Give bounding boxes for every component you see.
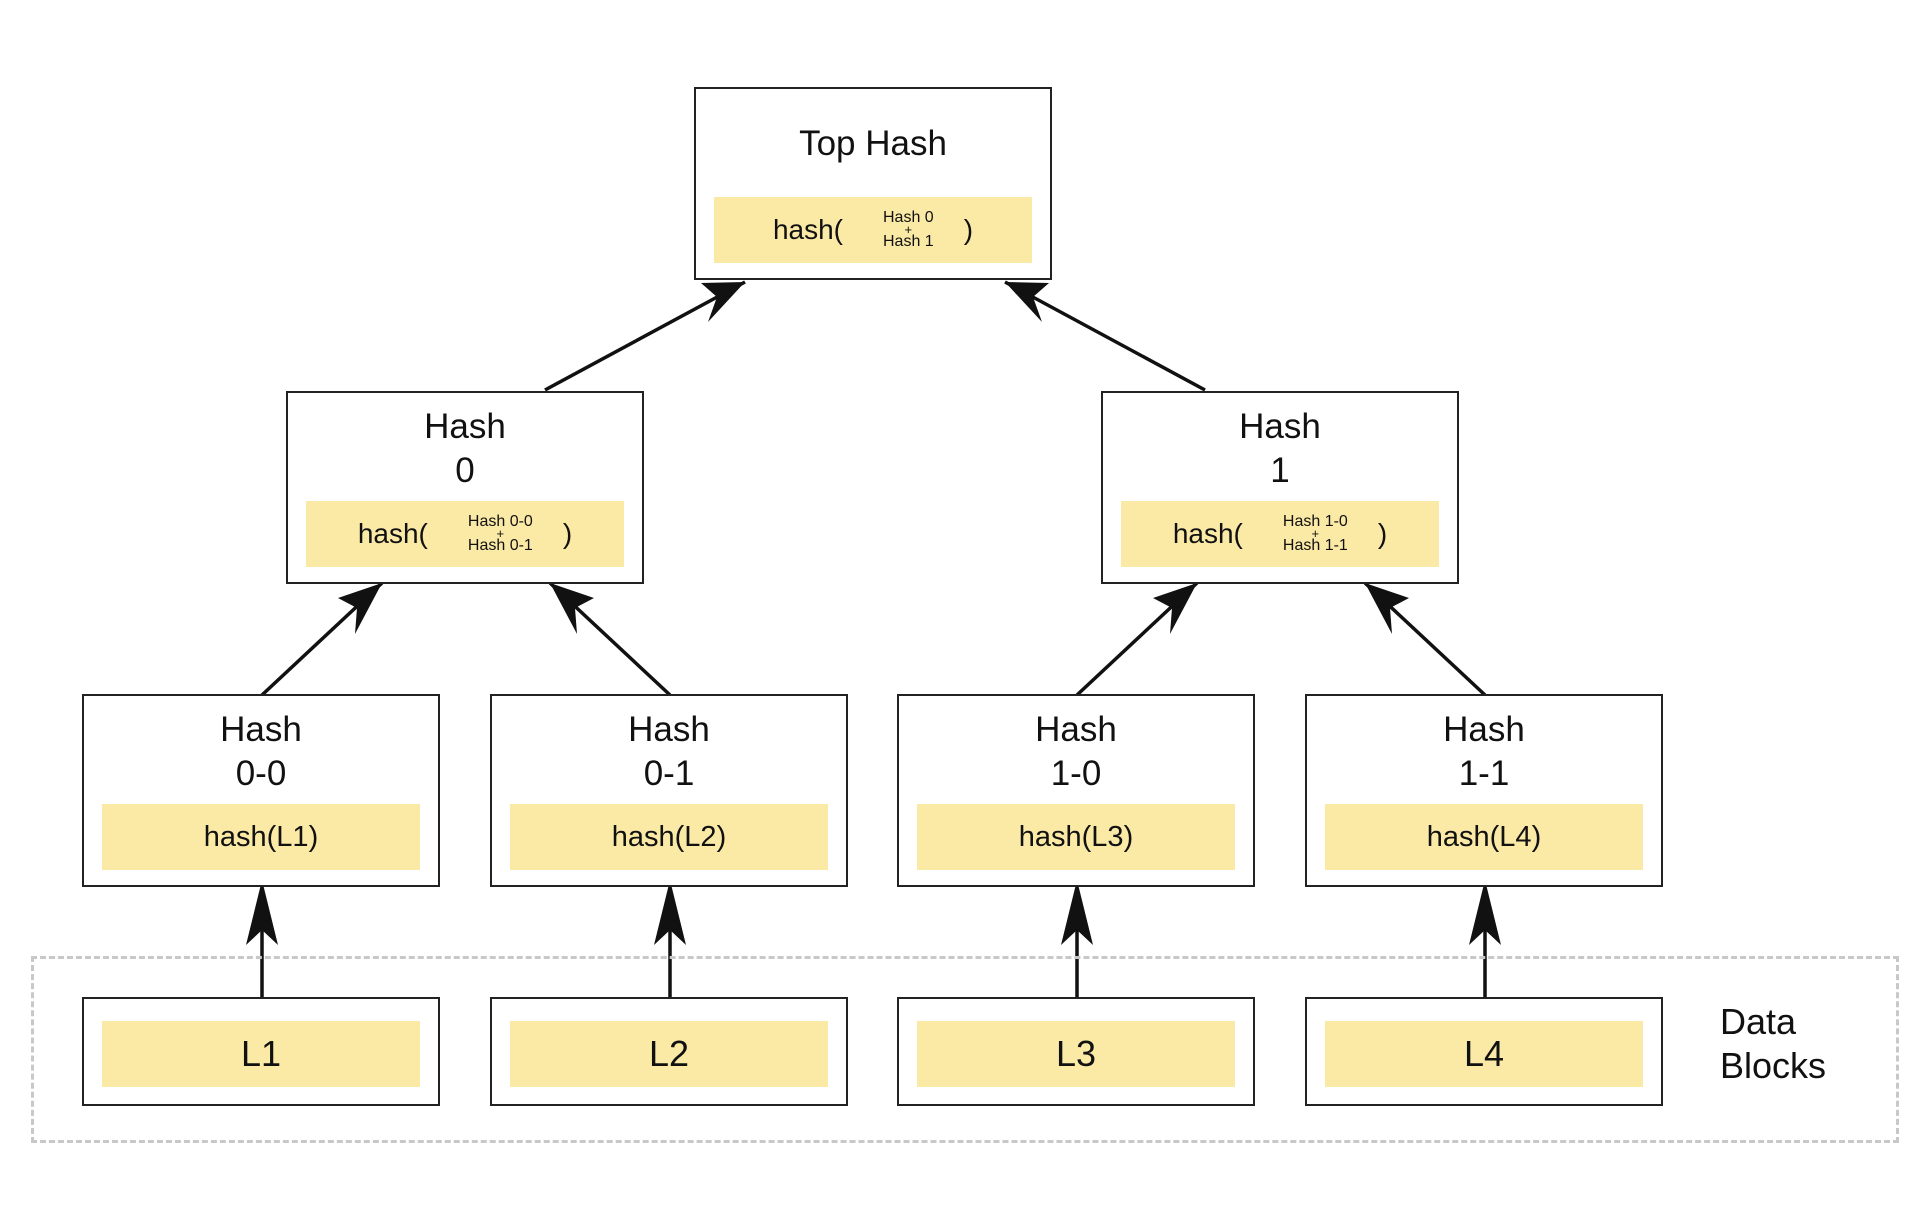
hash-value: hash(L1)	[203, 820, 319, 853]
hash-formula: hash(L4)	[1325, 804, 1643, 870]
hash-formula: hash( Hash 0-0 + Hash 0-1 )	[306, 501, 624, 567]
node-id: 1-1	[1458, 754, 1510, 793]
plus-sign: +	[496, 526, 505, 541]
hash-0-node: Hash 0 hash( Hash 0-0 + Hash 0-1 )	[286, 391, 644, 584]
data-blocks-label: Data Blocks	[1720, 1000, 1870, 1088]
hash-formula: hash( Hash 1-0 + Hash 1-1 )	[1121, 501, 1439, 567]
node-title: Hash	[1035, 710, 1117, 749]
hash-function-label: hash(	[772, 214, 843, 245]
arrowhead-hash1-left	[1153, 583, 1197, 634]
arrowhead-hash0-right	[550, 583, 594, 634]
data-blocks-region	[31, 956, 1899, 1143]
hash-input-b: Hash 1-1	[1282, 537, 1348, 554]
node-id: 0-1	[643, 754, 695, 793]
node-title: Hash	[424, 407, 506, 446]
node-title: Hash	[628, 710, 710, 749]
data-block-value: L1	[102, 1021, 420, 1087]
data-block-label: L1	[240, 1033, 282, 1074]
data-block-value: L4	[1325, 1021, 1643, 1087]
hash-value: hash(L3)	[1018, 820, 1134, 853]
hash-formula: hash(L2)	[510, 804, 828, 870]
top-hash-node: Top Hash hash( Hash 0 + Hash 1 )	[694, 87, 1052, 280]
data-block-value: L2	[510, 1021, 828, 1087]
data-block-label: L4	[1463, 1033, 1505, 1074]
data-blocks-label-line1: Data	[1720, 1001, 1797, 1042]
data-block-label: L3	[1055, 1033, 1097, 1074]
close-paren: )	[963, 214, 974, 245]
node-id: 0	[455, 451, 475, 490]
close-paren: )	[1377, 518, 1388, 549]
data-block-l4: L4	[1305, 997, 1663, 1106]
hash-input-a: Hash 1-0	[1282, 513, 1348, 530]
hash-input-a: Hash 0	[883, 209, 934, 226]
data-block-label: L2	[648, 1033, 690, 1074]
node-title: Hash	[220, 710, 302, 749]
plus-sign: +	[904, 222, 913, 237]
node-id: 0-0	[235, 754, 287, 793]
data-block-l2: L2	[490, 997, 848, 1106]
arrowhead-hash1-right	[1365, 583, 1409, 634]
arrowhead-hash00	[246, 880, 278, 945]
hash-formula: hash( Hash 0 + Hash 1 )	[714, 197, 1032, 263]
node-title: Top Hash	[799, 124, 947, 163]
data-block-l1: L1	[82, 997, 440, 1106]
hash-1-0-node: Hash 1-0 hash(L3)	[897, 694, 1255, 887]
hash-input-b: Hash 1	[883, 233, 934, 250]
hash-1-node: Hash 1 hash( Hash 1-0 + Hash 1-1 )	[1101, 391, 1459, 584]
node-id: 1-0	[1050, 754, 1102, 793]
data-blocks-label-line2: Blocks	[1720, 1045, 1827, 1086]
hash-0-1-node: Hash 0-1 hash(L2)	[490, 694, 848, 887]
hash-value: hash(L4)	[1426, 820, 1542, 853]
hash-value: hash(L2)	[611, 820, 727, 853]
arrowhead-top-left	[701, 282, 745, 322]
hash-function-label: hash(	[357, 518, 428, 549]
node-title: Hash	[1443, 710, 1525, 749]
hash-function-label: hash(	[1172, 518, 1243, 549]
hash-formula: hash(L1)	[102, 804, 420, 870]
plus-sign: +	[1311, 526, 1320, 541]
close-paren: )	[562, 518, 573, 549]
hash-1-1-node: Hash 1-1 hash(L4)	[1305, 694, 1663, 887]
hash-inputs: Hash 0-0 + Hash 0-1	[467, 513, 533, 554]
hash-inputs: Hash 1-0 + Hash 1-1	[1282, 513, 1348, 554]
arrowhead-hash10	[1061, 880, 1093, 945]
arrowhead-top-right	[1005, 282, 1049, 322]
node-id: 1	[1270, 451, 1290, 490]
arrowhead-hash0-left	[338, 583, 382, 634]
arrowhead-hash01	[654, 880, 686, 945]
hash-input-b: Hash 0-1	[467, 537, 533, 554]
data-block-value: L3	[917, 1021, 1235, 1087]
arrowhead-hash11	[1469, 880, 1501, 945]
hash-0-0-node: Hash 0-0 hash(L1)	[82, 694, 440, 887]
arrow-hash0-to-top	[544, 280, 746, 392]
arrow-hash1-to-top	[1004, 280, 1206, 392]
hash-formula: hash(L3)	[917, 804, 1235, 870]
node-title: Hash	[1239, 407, 1321, 446]
data-block-l3: L3	[897, 997, 1255, 1106]
hash-input-a: Hash 0-0	[467, 513, 533, 530]
hash-inputs: Hash 0 + Hash 1	[883, 209, 934, 250]
